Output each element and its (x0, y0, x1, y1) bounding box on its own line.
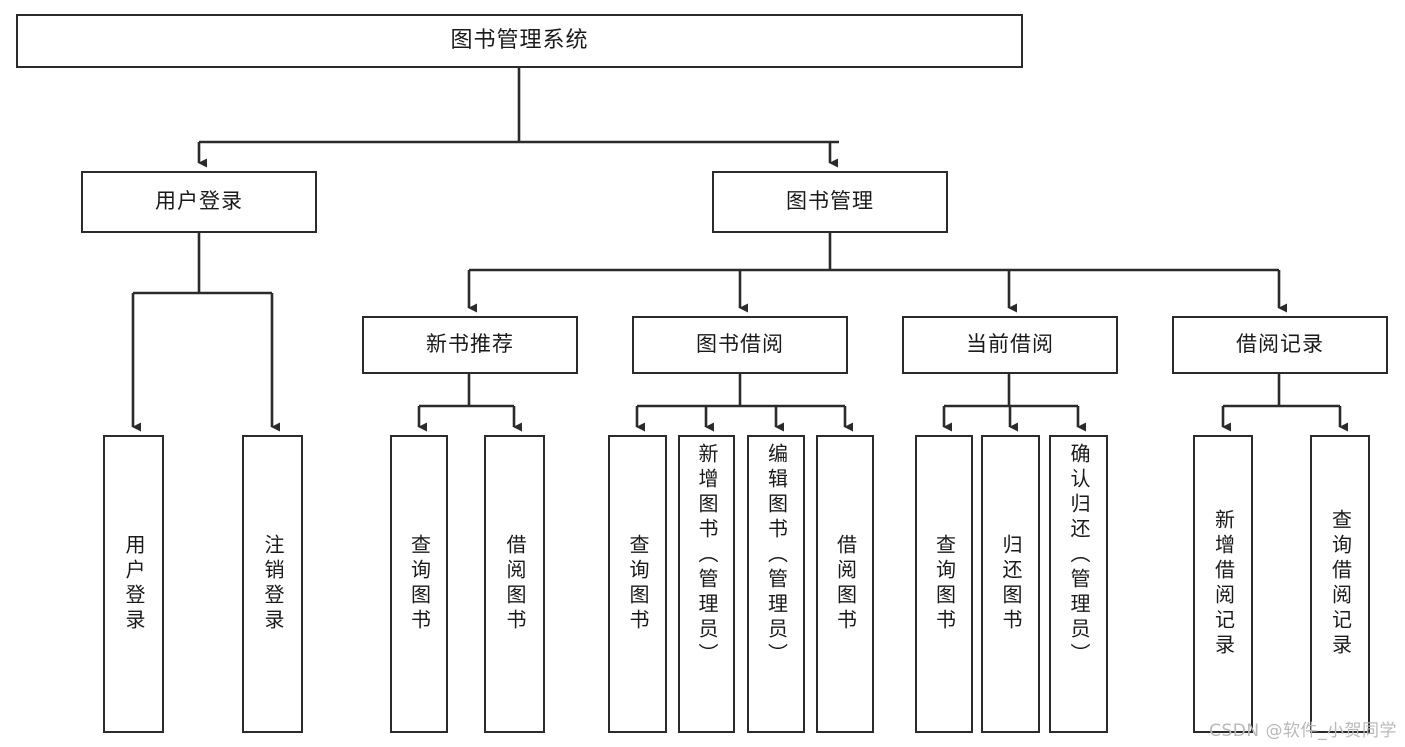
leaf-borrow-book-recommend[interactable]: 借阅图书 (484, 435, 545, 733)
node-root-label: 图书管理系统 (450, 27, 589, 53)
leaf-user-logout-label: 注销登录 (261, 534, 285, 634)
node-book-borrow-label: 图书借阅 (696, 332, 784, 357)
node-new-book-recommend-label: 新书推荐 (426, 332, 514, 357)
node-borrow-record[interactable]: 借阅记录 (1172, 316, 1388, 374)
leaf-user-logout[interactable]: 注销登录 (242, 435, 303, 733)
leaf-query-book-recommend-label: 查询图书 (407, 534, 432, 634)
leaf-confirm-return-admin-label: 确认归还（管理员） (1067, 443, 1091, 668)
leaf-query-book-borrow-label: 查询图书 (626, 534, 650, 634)
leaf-user-login-label: 用户登录 (122, 534, 146, 634)
watermark-text: CSDN @软件_小贺同学 (1209, 721, 1397, 741)
leaf-query-book-borrow[interactable]: 查询图书 (608, 435, 667, 733)
leaf-borrow-book-recommend-label: 借阅图书 (503, 534, 527, 634)
node-user-login-label: 用户登录 (155, 189, 243, 214)
leaf-query-book-current-label: 查询图书 (932, 534, 957, 634)
leaf-query-book-recommend[interactable]: 查询图书 (390, 435, 448, 733)
node-root[interactable]: 图书管理系统 (16, 14, 1023, 68)
node-user-login[interactable]: 用户登录 (81, 171, 317, 233)
leaf-edit-book-admin-label: 编辑图书（管理员） (764, 443, 789, 668)
leaf-user-login[interactable]: 用户登录 (103, 435, 164, 733)
leaf-borrow-book-label: 借阅图书 (833, 534, 858, 634)
node-new-book-recommend[interactable]: 新书推荐 (362, 316, 578, 374)
node-book-borrow[interactable]: 图书借阅 (632, 316, 848, 374)
node-borrow-record-label: 借阅记录 (1236, 332, 1324, 357)
leaf-edit-book-admin[interactable]: 编辑图书（管理员） (747, 435, 805, 733)
leaf-query-borrow-record-label: 查询借阅记录 (1328, 509, 1353, 659)
node-current-borrow-label: 当前借阅 (966, 332, 1054, 357)
node-current-borrow[interactable]: 当前借阅 (902, 316, 1118, 374)
leaf-confirm-return-admin[interactable]: 确认归还（管理员） (1049, 435, 1108, 733)
leaf-borrow-book[interactable]: 借阅图书 (816, 435, 874, 733)
leaf-add-book-admin[interactable]: 新增图书（管理员） (678, 435, 735, 733)
node-book-management[interactable]: 图书管理 (712, 171, 948, 233)
leaf-query-borrow-record[interactable]: 查询借阅记录 (1310, 435, 1370, 733)
leaf-query-book-current[interactable]: 查询图书 (915, 435, 973, 733)
leaf-add-borrow-record-label: 新增借阅记录 (1211, 509, 1236, 659)
leaf-add-book-admin-label: 新增图书（管理员） (695, 443, 719, 668)
leaf-add-borrow-record[interactable]: 新增借阅记录 (1193, 435, 1253, 733)
node-book-management-label: 图书管理 (786, 189, 874, 214)
leaf-return-book[interactable]: 归还图书 (981, 435, 1040, 733)
leaf-return-book-label: 归还图书 (999, 534, 1023, 634)
